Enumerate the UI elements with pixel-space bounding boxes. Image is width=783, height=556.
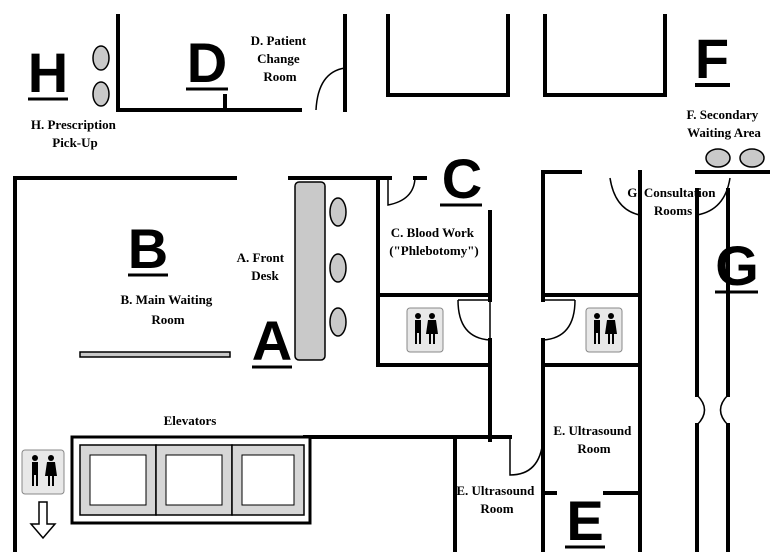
secondary-seat	[705, 148, 731, 168]
elevator-car	[231, 444, 305, 516]
letter-d: D	[187, 31, 227, 94]
patient-change-label: D. Patient Change Room	[251, 33, 310, 84]
elevator-car	[155, 444, 233, 516]
letter-g: G	[715, 234, 759, 297]
waiting-bench	[79, 351, 231, 358]
elevators	[70, 435, 312, 525]
ultrasound-left-door	[509, 437, 544, 476]
restroom-center-door	[542, 299, 576, 341]
letter-c: C	[442, 147, 482, 210]
consultation-label: G. Consultation Rooms	[627, 185, 718, 218]
secondary-waiting-label: F. Secondary Waiting Area	[687, 107, 762, 140]
main-walls	[13, 83, 770, 552]
desk-chair	[329, 307, 347, 337]
letter-e: E	[566, 489, 603, 552]
prescription-seat	[92, 45, 110, 71]
consultation-door-left	[609, 177, 641, 216]
blood-work-door	[387, 177, 416, 206]
ultrasound-left-label: E. Ultrasound Room	[456, 483, 537, 516]
letter-a: A	[252, 309, 292, 372]
front-desk-label: A. Front Desk	[237, 250, 288, 283]
elevator-car	[79, 444, 157, 516]
secondary-seat	[739, 148, 765, 168]
doors	[387, 177, 731, 476]
prescription-seat	[92, 81, 110, 107]
letter-h: H	[28, 41, 68, 104]
letter-b: B	[128, 217, 168, 280]
down-arrow-icon	[29, 501, 57, 540]
restroom-icon	[21, 449, 65, 495]
desk-chair	[329, 253, 347, 283]
blood-work-label: C. Blood Work ("Phlebotomy")	[389, 225, 479, 258]
letter-f: F	[695, 27, 729, 90]
main-waiting-label: B. Main Waiting Room	[120, 292, 215, 327]
elevators-label: Elevators	[164, 413, 217, 428]
restroom-icon	[406, 307, 444, 353]
ultrasound-right-label: E. Ultrasound Room	[553, 423, 634, 456]
desk-chair	[329, 197, 347, 227]
patient-change-door	[315, 67, 346, 111]
blood-work-restroom-door	[457, 299, 491, 341]
top-walls	[116, 14, 667, 112]
prescription-label: H. Prescription Pick-Up	[31, 117, 119, 150]
consultation-lower-door	[696, 394, 729, 426]
front-desk	[294, 181, 326, 361]
restroom-icon	[585, 307, 623, 353]
consultation-door-right	[696, 177, 731, 216]
